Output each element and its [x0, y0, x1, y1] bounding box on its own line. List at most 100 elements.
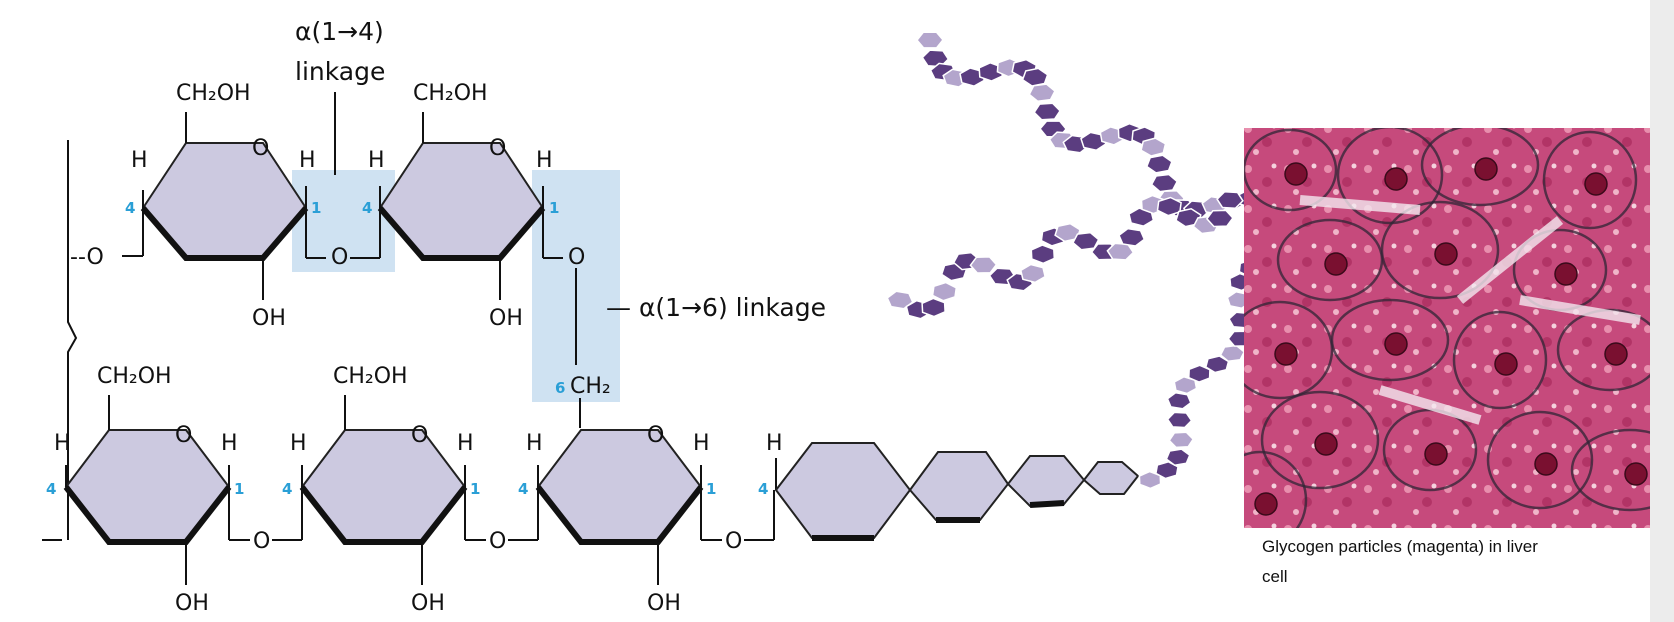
receding-ring-chain: H 4 [758, 431, 1140, 541]
top-ring2-h4: H [368, 148, 385, 173]
bottom-glycosidic-o-1: O [253, 529, 270, 554]
glucose-unit-hexagon [1150, 173, 1179, 193]
glucose-unit-hexagon [1188, 364, 1211, 383]
bottom-ring1-c4: 4 [46, 480, 56, 498]
glucose-unit-hexagon [1028, 83, 1056, 103]
glucose-unit-hexagon [1145, 154, 1173, 174]
glucose-unit-hexagon [1054, 222, 1081, 243]
glucose-unit-hexagon [1021, 67, 1049, 87]
cell-membrane [1244, 128, 1338, 212]
cell-membrane [1244, 450, 1308, 528]
alpha-1-4-highlight [292, 170, 395, 272]
cell-membrane [1486, 410, 1594, 510]
bottom-ring3-c4: 4 [518, 480, 528, 498]
cell-nucleus [1384, 332, 1408, 356]
bottom-ring2-ring-o: O [411, 423, 428, 448]
cell-nucleus [1434, 242, 1458, 266]
bottom-ring4-h4: H [766, 431, 783, 456]
top-ring2-ch2oh: CH₂OH [413, 81, 488, 106]
micrograph-caption: Glycogen particles (magenta) in liver ce… [1262, 537, 1538, 586]
glucose-unit-hexagon [1166, 411, 1193, 429]
cell-nucleus [1254, 492, 1278, 516]
top-ring1-h1: H [299, 148, 316, 173]
glucose-unit-hexagon [1165, 448, 1191, 466]
cell-nucleus [1604, 342, 1628, 366]
glucose-unit-hexagon [1118, 227, 1146, 247]
cell-nucleus [1534, 452, 1558, 476]
cell-nucleus [1554, 262, 1578, 286]
bottom-glucose-ring-3 [535, 429, 722, 585]
chain-break-line [67, 140, 78, 540]
glucose-unit-hexagon [1173, 375, 1198, 395]
cell-nucleus [1474, 157, 1498, 181]
cell-nucleus [1284, 162, 1308, 186]
sinusoid-space [1299, 195, 1421, 215]
glucose-unit-hexagon [1155, 460, 1179, 480]
bottom-ring2-oh: OH [411, 591, 445, 616]
glucose-unit-hexagon [1216, 191, 1244, 209]
alpha-1-4-label: α(1→4) [295, 17, 384, 46]
cell-membrane [1570, 428, 1652, 512]
glucose-unit-hexagon [921, 297, 946, 318]
bottom-glucose-ring-1 [63, 395, 250, 585]
glucose-unit-hexagon [916, 31, 944, 49]
top-ring2-h1: H [536, 148, 553, 173]
top-glucose-ring-1 [122, 112, 326, 300]
cell-membrane [1420, 128, 1540, 207]
bottom-ring2-h4: H [290, 431, 307, 456]
top-ring1-h4: H [131, 148, 148, 173]
top-ring1-ring-o: O [252, 136, 269, 161]
cell-nucleus [1314, 432, 1338, 456]
sinusoid-space [1519, 295, 1641, 325]
bottom-ring1-oh: OH [175, 591, 209, 616]
alpha-1-6-label: — α(1→6) linkage [606, 293, 826, 322]
cell-nucleus [1584, 172, 1608, 196]
sinusoid-space [1378, 385, 1482, 425]
top-ring2-ring-o: O [489, 136, 506, 161]
cell-nucleus [1624, 462, 1648, 486]
glucose-unit-hexagon [1072, 231, 1100, 251]
top-ring2-oh: OH [489, 306, 523, 331]
cell-nucleus [1424, 442, 1448, 466]
top-ring1-oh: OH [252, 306, 286, 331]
glucose-unit-hexagon [1019, 263, 1046, 284]
top-ring2-c1: 1 [549, 199, 559, 217]
bottom-ring2-c4: 4 [282, 480, 292, 498]
glucose-unit-hexagon [1156, 196, 1182, 217]
top-ring2-c4: 4 [362, 199, 372, 217]
top-glucose-ring-2 [372, 112, 563, 300]
bottom-ring1-ch2oh: CH₂OH [97, 364, 172, 389]
bottom-ring1-h4: H [54, 431, 71, 456]
cell-membrane [1244, 300, 1334, 400]
top-ring1-c1: 1 [311, 199, 321, 217]
top-ring1-c4: 4 [125, 199, 135, 217]
top-glycosidic-o: O [331, 245, 348, 270]
glucose-unit-hexagon [1030, 244, 1056, 265]
bottom-ring1-ring-o: O [175, 423, 192, 448]
cell-nucleus [1324, 252, 1348, 276]
scrollbar-track[interactable] [1650, 0, 1674, 622]
bottom-ring4-c4: 4 [758, 480, 768, 498]
glucose-unit-hexagon [1080, 131, 1107, 151]
top-ring1-ch2oh: CH₂OH [176, 81, 251, 106]
cell-membrane [1260, 390, 1380, 490]
glucose-unit-hexagon [969, 256, 998, 274]
glucose-unit-hexagon [1033, 102, 1062, 121]
sinusoid-space [1456, 216, 1564, 304]
bottom-glycosidic-o-2: O [489, 529, 506, 554]
cell-membrane [1452, 310, 1548, 410]
liver-cell-micrograph [1244, 128, 1652, 528]
bottom-glycosidic-o-3: O [725, 529, 742, 554]
alpha-1-4-label-linkage: linkage [295, 57, 385, 86]
bottom-ring3-oh: OH [647, 591, 681, 616]
cell-nucleus [1494, 352, 1518, 376]
cell-membrane [1380, 200, 1500, 300]
bottom-ring2-h1: H [457, 431, 474, 456]
branch-o: O [568, 245, 585, 270]
bottom-ring3-h4: H [526, 431, 543, 456]
glucose-unit-hexagon [1166, 391, 1192, 410]
glucose-unit-hexagon [1204, 355, 1230, 374]
cell-membrane [1330, 298, 1450, 382]
glucose-unit-hexagon [1168, 431, 1195, 449]
